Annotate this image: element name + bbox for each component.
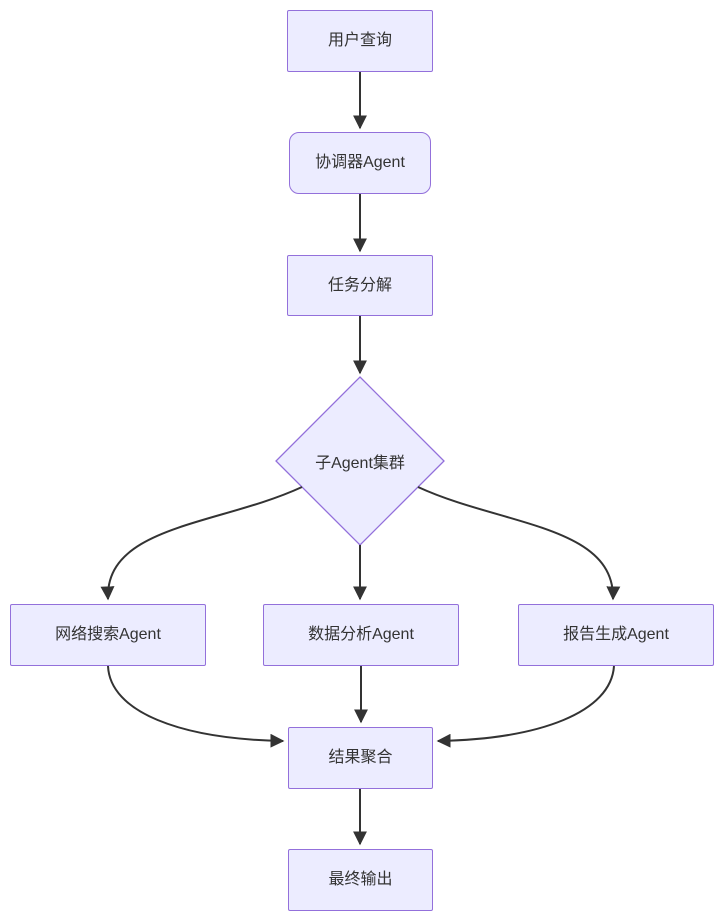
node-web-search-agent: 网络搜索Agent: [10, 604, 206, 666]
node-data-analysis-agent: 数据分析Agent: [263, 604, 459, 666]
node-result-aggregation-label: 结果聚合: [328, 749, 393, 767]
node-web-search-agent-label: 网络搜索Agent: [55, 626, 161, 644]
edge-sub-agent-cluster-to-report-generation-agent: [417, 486, 621, 601]
node-result-aggregation: 结果聚合: [288, 727, 433, 789]
edge-sub-agent-cluster-to-web-search-agent: [100, 486, 303, 601]
node-data-analysis-agent-label: 数据分析Agent: [308, 626, 414, 644]
node-report-generation-agent-label: 报告生成Agent: [563, 626, 669, 644]
node-final-output-label: 最终输出: [328, 871, 393, 889]
node-user-query-label: 用户查询: [327, 32, 392, 50]
node-coordinator-agent: 协调器Agent: [289, 132, 431, 194]
edge-web-search-agent-to-result-aggregation: [107, 665, 285, 748]
node-final-output: 最终输出: [288, 849, 433, 911]
node-task-decomposition: 任务分解: [287, 255, 433, 316]
node-coordinator-agent-label: 协调器Agent: [315, 154, 405, 172]
node-sub-agent-cluster: 子Agent集群: [276, 447, 444, 475]
node-user-query: 用户查询: [287, 10, 433, 72]
node-report-generation-agent: 报告生成Agent: [518, 604, 714, 666]
node-task-decomposition-label: 任务分解: [327, 276, 392, 294]
edge-report-generation-agent-to-result-aggregation: [436, 665, 615, 748]
node-sub-agent-cluster-label: 子Agent集群: [315, 455, 405, 472]
